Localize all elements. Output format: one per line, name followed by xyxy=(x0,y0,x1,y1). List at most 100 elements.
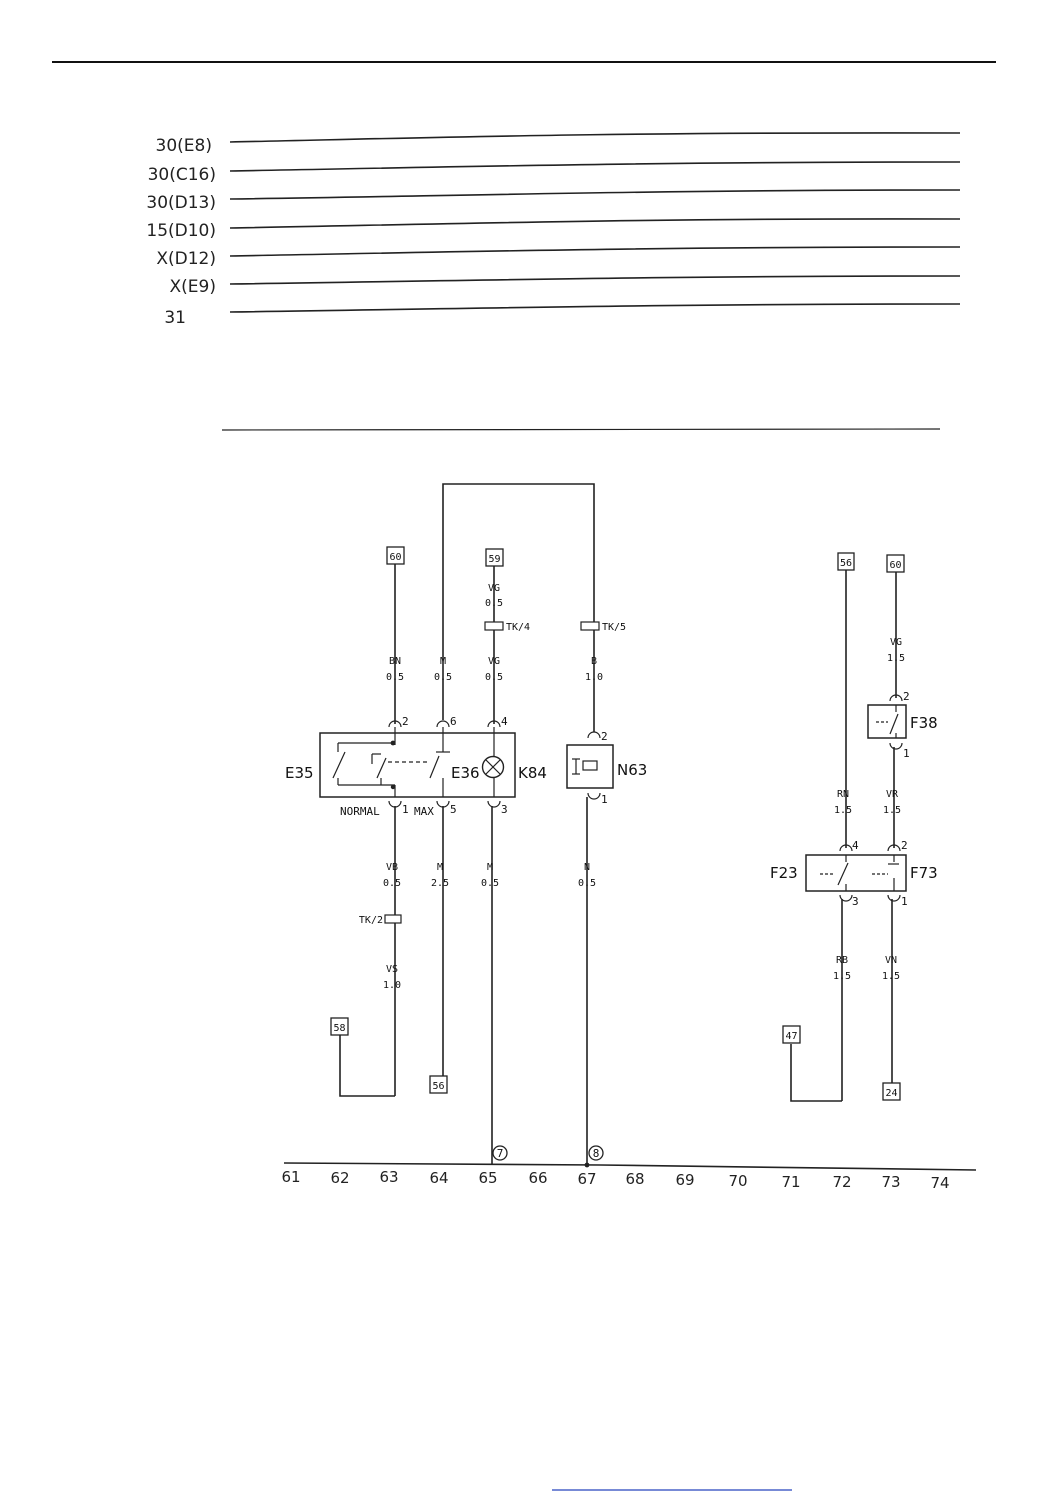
bus-line-15-d10 xyxy=(230,219,960,228)
ground-label: 7 xyxy=(497,1147,504,1160)
column-number: 65 xyxy=(478,1169,497,1187)
switch-position-normal: NORMAL xyxy=(340,805,380,818)
column-number: 70 xyxy=(728,1172,747,1190)
column-number: 64 xyxy=(429,1169,448,1187)
wire-f23-to-ref47 xyxy=(791,1044,842,1101)
wire-color: VS xyxy=(386,964,398,975)
column-number: 68 xyxy=(625,1170,644,1188)
column-number: 72 xyxy=(832,1173,851,1191)
column-number: 61 xyxy=(281,1168,300,1186)
connector-tk5-symbol xyxy=(581,622,599,630)
n63-element-icon xyxy=(583,761,597,770)
ref-k84-top: 59 xyxy=(488,554,500,565)
bus-labels: 30(E8) 30(C16) 30(D13) 15(D10) X(D12) X(… xyxy=(146,136,216,328)
wire-size: 1.5 xyxy=(882,971,900,982)
bus-line-30-e8 xyxy=(230,133,960,142)
wire-color: VR xyxy=(886,789,899,800)
pin-arc xyxy=(437,721,449,727)
wire-size: 1.5 xyxy=(883,805,901,816)
bus-label: 30(E8) xyxy=(156,136,212,156)
pin-label: 1 xyxy=(601,793,608,806)
column-number: 69 xyxy=(675,1171,694,1189)
wire-color: VB xyxy=(386,862,398,873)
pin-label: 1 xyxy=(903,747,910,760)
connector-tk5: TK/5 xyxy=(602,622,626,633)
column-number: 66 xyxy=(528,1169,547,1187)
pin-label: 2 xyxy=(901,839,908,852)
ref-e35-top: 60 xyxy=(389,552,401,563)
wire-size: 1.0 xyxy=(383,980,401,991)
component-label-e36: E36 xyxy=(451,764,480,782)
ref-f38-top: 60 xyxy=(889,560,901,571)
pin-arc xyxy=(588,732,600,738)
connector-tk4-symbol xyxy=(485,622,503,630)
pin-label: 6 xyxy=(450,715,457,728)
wire-color: N xyxy=(584,862,590,873)
pin-arc xyxy=(890,743,902,749)
wire-color: BN xyxy=(389,656,401,667)
wire-color: VG xyxy=(890,637,902,648)
ref-f23-bot: 47 xyxy=(785,1031,797,1042)
switch-position-max: MAX xyxy=(414,805,434,818)
wire-size: 0.5 xyxy=(434,672,452,683)
ref-f23-top: 56 xyxy=(840,558,852,569)
connector-tk4: TK/4 xyxy=(506,622,530,633)
pin-arc xyxy=(588,793,600,799)
connector-tk2: TK/2 xyxy=(359,915,383,926)
wire-e35-to-ref58 xyxy=(340,1035,395,1096)
column-number: 62 xyxy=(330,1169,349,1187)
wire-color: VG xyxy=(488,656,500,667)
junction-dot xyxy=(391,785,395,789)
wire-size: 1.5 xyxy=(833,971,851,982)
bus-line-x-d12 xyxy=(230,247,960,256)
column-number: 73 xyxy=(881,1173,900,1191)
wire-size: 1.5 xyxy=(887,653,905,664)
wire-size: 0.5 xyxy=(578,878,596,889)
bus-lines xyxy=(222,133,960,430)
pin-label: 3 xyxy=(501,803,508,816)
component-label-n63: N63 xyxy=(617,761,647,779)
pin-label: 1 xyxy=(402,803,409,816)
component-label-f73: F73 xyxy=(910,864,938,882)
component-label-k84: K84 xyxy=(518,764,547,782)
pin-label: 4 xyxy=(501,715,508,728)
bus-label: X(E9) xyxy=(170,277,216,297)
pin-arc xyxy=(488,801,500,807)
wire-size: 0.5 xyxy=(481,878,499,889)
column-numbers: 61 62 63 64 65 66 67 68 69 70 71 72 73 7… xyxy=(281,1168,949,1192)
wire-color: RN xyxy=(837,789,849,800)
pin-arc xyxy=(888,895,900,901)
ref-e35-bot: 58 xyxy=(333,1023,345,1034)
ref-e36-bot: 56 xyxy=(432,1081,444,1092)
bus-label: 30(C16) xyxy=(148,165,216,185)
wire-size: 0.5 xyxy=(485,598,503,609)
pin-label: 2 xyxy=(601,730,608,743)
bus-line-x-e9 xyxy=(230,276,960,284)
wire-color: M xyxy=(487,862,493,873)
component-label-e35: E35 xyxy=(285,764,314,782)
pin-label: 5 xyxy=(450,803,457,816)
bus-line-31 xyxy=(230,304,960,312)
f23-f73-box xyxy=(806,855,906,891)
wire-color: VG xyxy=(488,583,500,594)
wire-color: RB xyxy=(836,955,848,966)
wire-size: 0.5 xyxy=(386,672,404,683)
separator-line xyxy=(222,429,940,430)
wire-size: 2.5 xyxy=(431,878,449,889)
wire-color: VN xyxy=(885,955,897,966)
wire-color: M xyxy=(437,862,443,873)
pin-label: 3 xyxy=(852,895,859,908)
column-number: 63 xyxy=(379,1168,398,1186)
wire-size: 0.5 xyxy=(485,672,503,683)
ground-label: 8 xyxy=(593,1147,600,1160)
component-label-f23: F23 xyxy=(770,864,798,882)
pin-label: 1 xyxy=(901,895,908,908)
pin-label: 4 xyxy=(852,839,859,852)
bus-line-30-d13 xyxy=(230,190,960,199)
loop-wire-e36-n63 xyxy=(443,484,594,732)
bus-label: X(D12) xyxy=(156,249,216,269)
wire-size: 0.5 xyxy=(383,878,401,889)
wire-size: 1.5 xyxy=(834,805,852,816)
ref-f73-bot: 24 xyxy=(885,1088,897,1099)
